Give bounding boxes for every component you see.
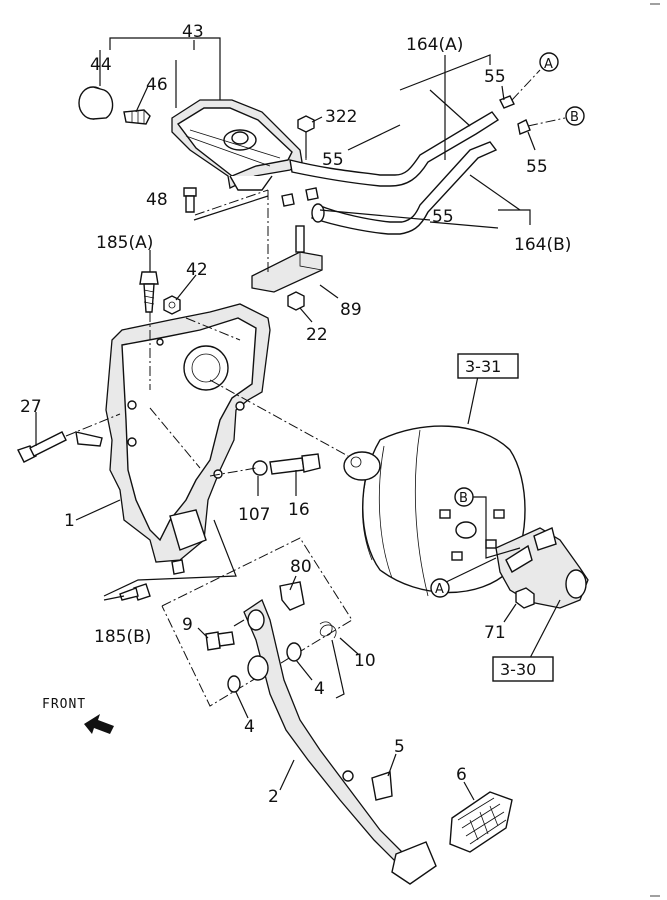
callout-55-d: 55 xyxy=(432,207,454,227)
ref-3-30: 3-30 xyxy=(500,660,536,679)
bush-4b xyxy=(227,675,241,693)
bolt-9 xyxy=(205,631,235,651)
cap-44 xyxy=(78,86,114,120)
front-arrow xyxy=(84,714,114,734)
pedal-bracket xyxy=(75,303,271,563)
bolt-27 xyxy=(17,431,67,463)
spring-10 xyxy=(319,621,345,699)
nut-42 xyxy=(163,295,181,315)
marker-a-booster xyxy=(430,578,450,598)
callout-44: 44 xyxy=(90,55,112,75)
callout-1: 1 xyxy=(64,511,75,531)
callout-107: 107 xyxy=(238,505,270,525)
callout-89: 89 xyxy=(340,300,362,320)
callout-46: 46 xyxy=(146,75,168,95)
bush-4a xyxy=(286,642,302,662)
ref-box-3-30 xyxy=(492,656,554,682)
marker-b-booster xyxy=(454,487,474,507)
nut-322 xyxy=(297,115,315,158)
bolt-185b xyxy=(119,559,185,601)
callout-55-c: 55 xyxy=(526,157,548,177)
callout-4-a: 4 xyxy=(314,679,325,699)
bolt-185a xyxy=(139,271,159,313)
filter-46 xyxy=(123,109,151,125)
pedal-lever xyxy=(243,599,437,885)
clip-55 xyxy=(281,95,531,207)
callout-43: 43 xyxy=(182,22,204,42)
callout-10: 10 xyxy=(354,651,376,671)
marker-b-booster-label: B xyxy=(459,491,468,506)
marker-b-top-label: B xyxy=(570,110,579,125)
front-label: FRONT xyxy=(42,697,86,712)
callout-80: 80 xyxy=(290,557,312,577)
reservoir-assembly xyxy=(171,99,303,191)
nut-71 xyxy=(515,587,535,609)
callout-48: 48 xyxy=(146,190,168,210)
bracket-89 xyxy=(251,225,323,293)
pedal-pad-6 xyxy=(449,791,513,853)
nut-22 xyxy=(287,291,305,311)
callout-22: 22 xyxy=(306,325,328,345)
callout-322: 322 xyxy=(325,107,357,127)
callout-9: 9 xyxy=(182,615,193,635)
hose-164 xyxy=(289,111,500,235)
callout-4-b: 4 xyxy=(244,717,255,737)
stopper-5 xyxy=(342,770,393,801)
callout-16: 16 xyxy=(288,500,310,520)
switch-16 xyxy=(252,453,321,476)
ref-3-31: 3-31 xyxy=(465,357,501,376)
callout-55-a: 55 xyxy=(484,67,506,87)
ref-box-3-31 xyxy=(457,353,519,379)
marker-a-booster-label: A xyxy=(435,582,444,597)
callout-164a: 164(A) xyxy=(406,35,463,55)
callout-2: 2 xyxy=(268,787,279,807)
callout-42: 42 xyxy=(186,260,208,280)
brake-booster xyxy=(343,425,526,597)
callout-6: 6 xyxy=(456,765,467,785)
marker-a-top xyxy=(539,52,559,72)
callout-27: 27 xyxy=(20,397,42,417)
callout-185b: 185(B) xyxy=(94,627,151,647)
bolt-48 xyxy=(183,187,197,213)
callout-55-b: 55 xyxy=(322,150,344,170)
callout-185a: 185(A) xyxy=(96,233,153,253)
callout-71: 71 xyxy=(484,623,506,643)
callout-5: 5 xyxy=(394,737,405,757)
marker-b-top xyxy=(565,106,585,126)
stopper-80 xyxy=(279,581,305,611)
callout-164b: 164(B) xyxy=(514,235,571,255)
marker-a-top-label: A xyxy=(544,57,553,72)
